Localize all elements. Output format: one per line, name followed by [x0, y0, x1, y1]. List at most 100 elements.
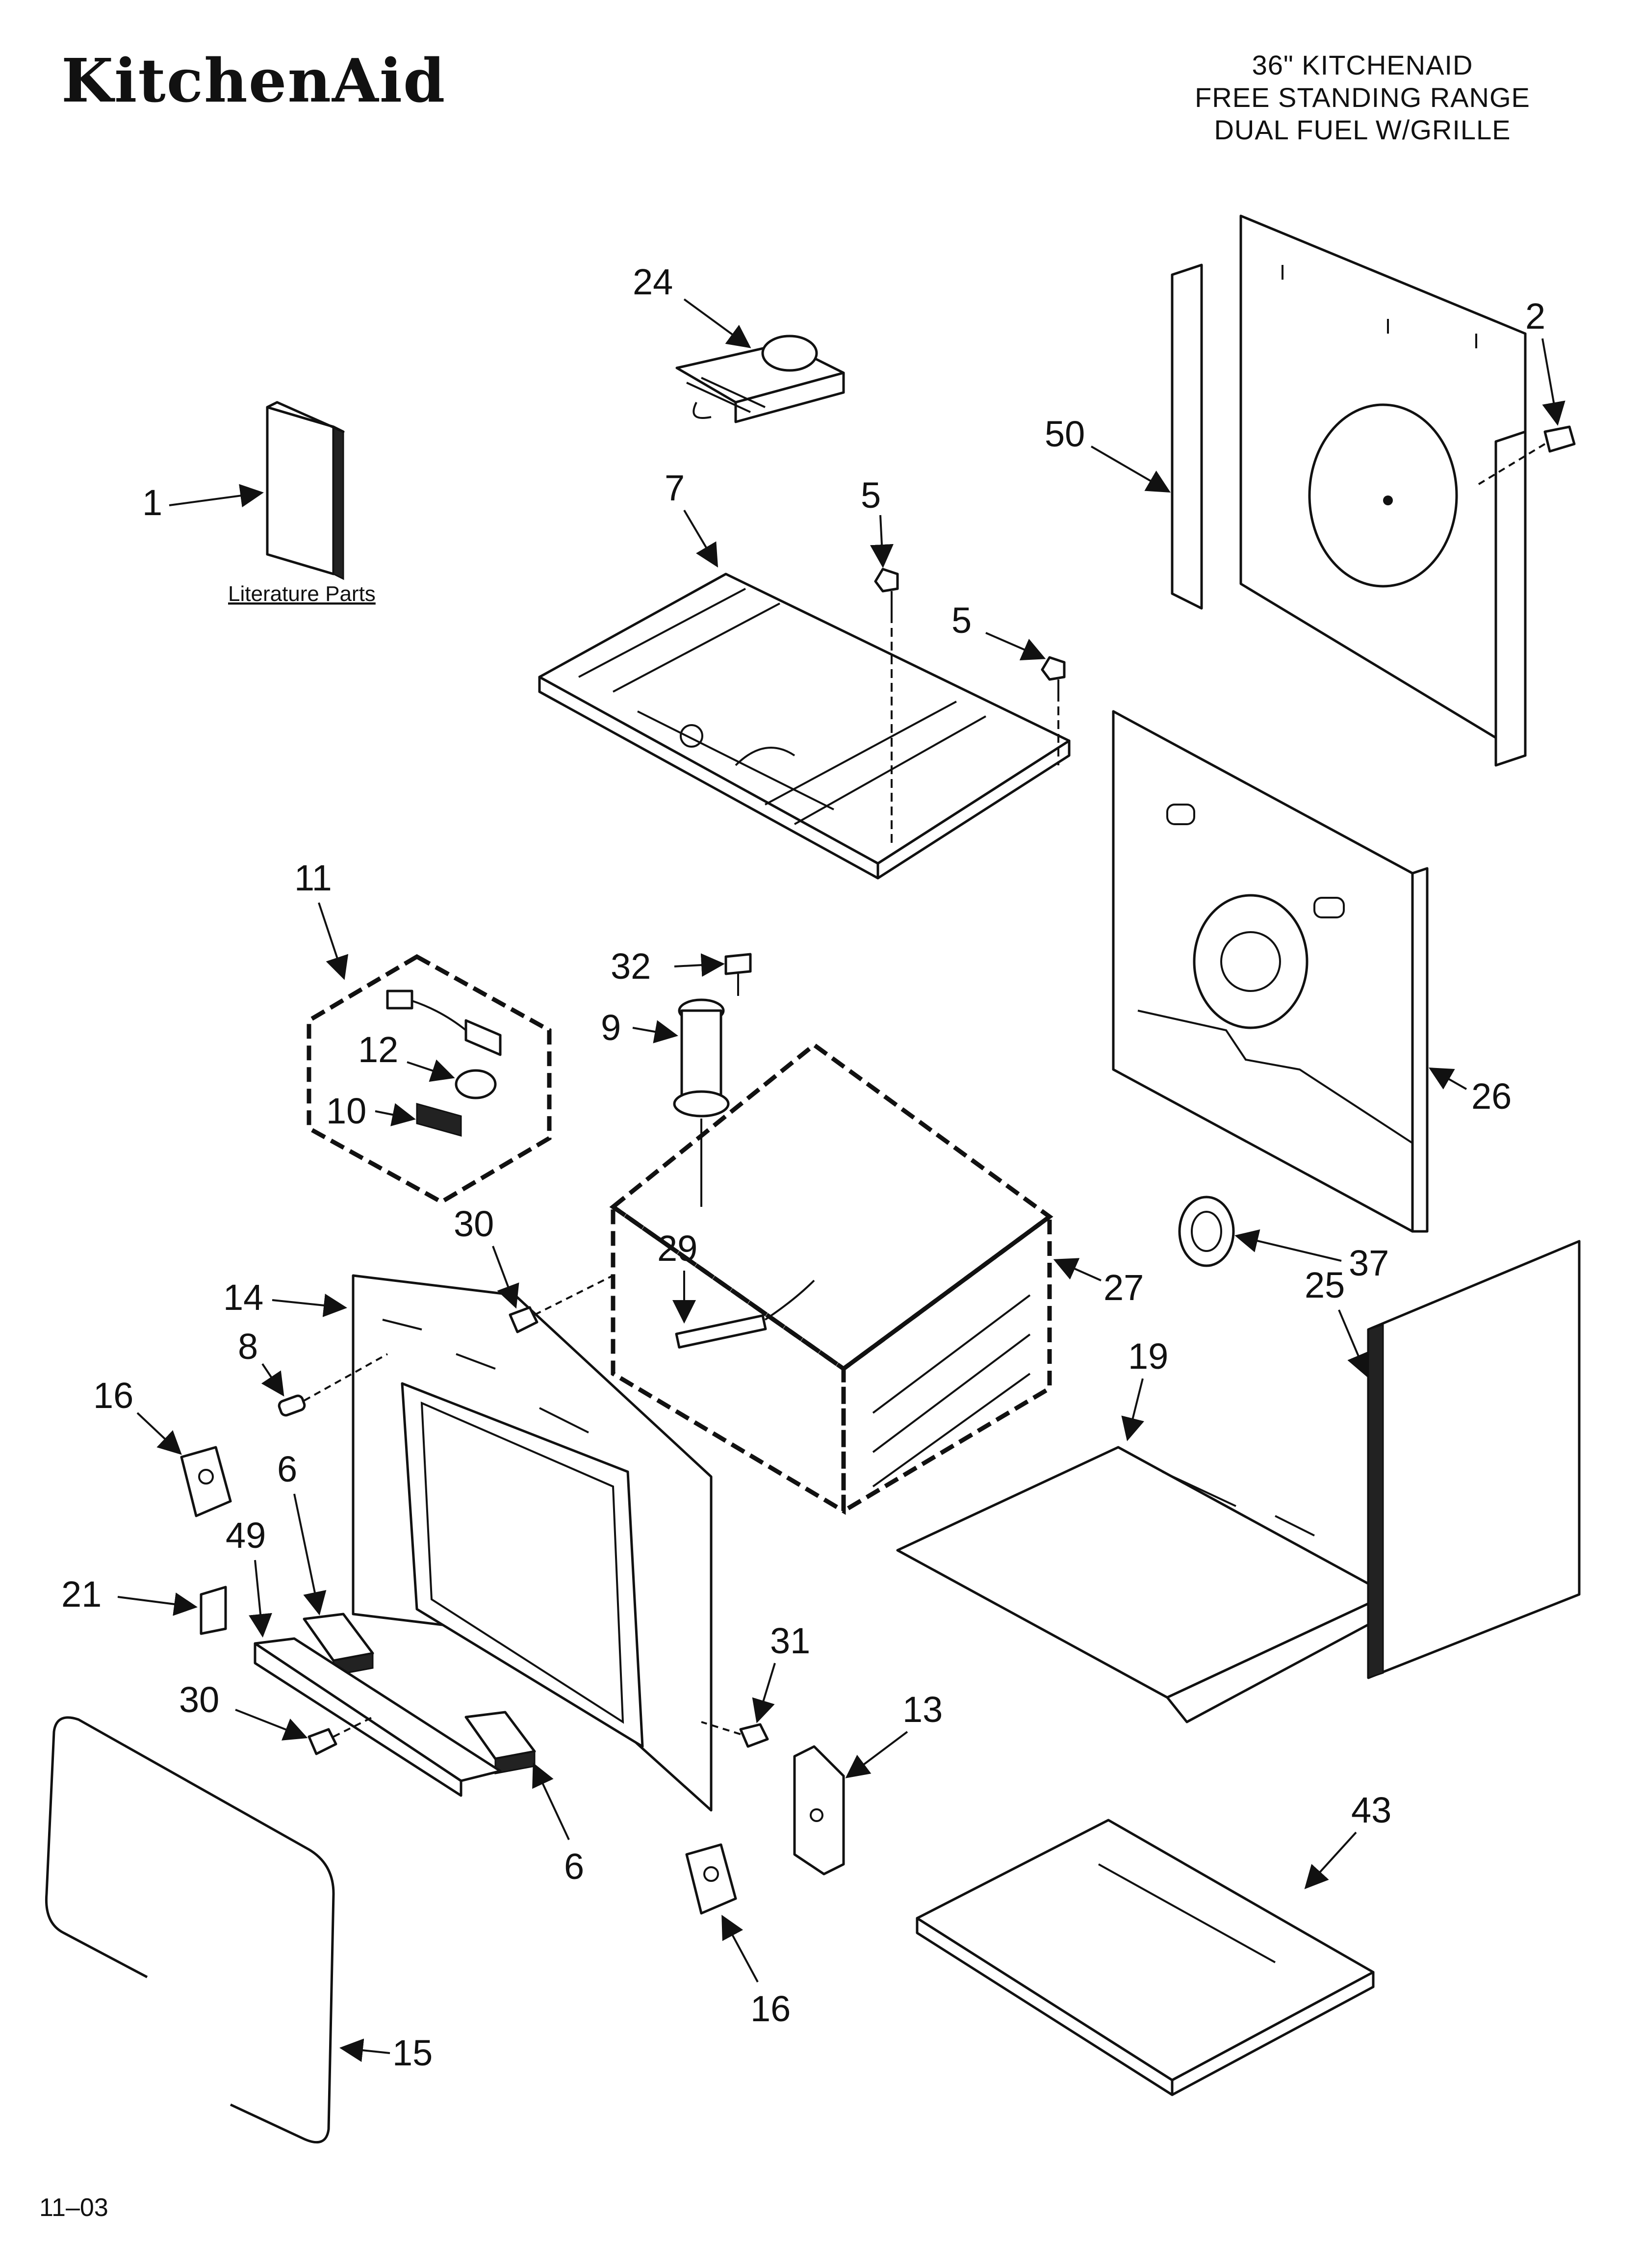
part-27-oven-cavity	[609, 1042, 1053, 1515]
callout-43: 43	[1304, 1790, 1391, 1889]
part-7-top-frame	[538, 573, 1071, 880]
callout-15: 15	[339, 2033, 433, 2073]
part-15-door-gasket	[45, 1716, 335, 2144]
literature-parts-label: Literature Parts	[228, 582, 376, 606]
callout-label: 15	[392, 2033, 433, 2073]
callout-9: 9	[601, 1007, 678, 1048]
part-37-thermostat	[1178, 1196, 1235, 1267]
callout-50: 50	[1045, 414, 1171, 493]
callout-label: 7	[665, 468, 685, 508]
part-2-screw	[1475, 425, 1576, 487]
part-29-sensor	[675, 1279, 815, 1349]
callout-label: 10	[326, 1091, 366, 1131]
callout-label: 25	[1305, 1265, 1345, 1305]
title-line-3: DUAL FUEL W/GRILLE	[1214, 114, 1511, 145]
part-30-screw-b	[308, 1716, 373, 1755]
callout-6-b: 6	[532, 1762, 584, 1887]
part-21-bracket	[200, 1586, 227, 1635]
callout-label: 26	[1471, 1076, 1512, 1117]
part-26-rear-oven-panel	[1112, 710, 1429, 1233]
callout-1: 1	[142, 482, 264, 523]
callout-26: 26	[1429, 1068, 1512, 1117]
callout-13: 13	[845, 1689, 943, 1778]
callout-30-a: 30	[454, 1203, 519, 1309]
callout-49: 49	[226, 1515, 272, 1638]
callout-6-a: 6	[277, 1449, 327, 1616]
callout-29: 29	[657, 1228, 697, 1324]
callout-label: 49	[226, 1515, 266, 1556]
callout-label: 21	[61, 1574, 102, 1615]
callout-label: 2	[1525, 296, 1545, 337]
callout-32: 32	[611, 946, 725, 987]
part-5-screw-b	[1041, 656, 1066, 765]
callout-label: 16	[750, 1988, 791, 2029]
callout-5-b: 5	[951, 600, 1046, 661]
callout-10: 10	[326, 1091, 416, 1131]
callout-label: 50	[1045, 414, 1085, 454]
callout-30-b: 30	[179, 1679, 308, 1741]
callout-24: 24	[633, 261, 751, 348]
callout-label: 30	[179, 1679, 219, 1720]
callout-7: 7	[665, 468, 718, 568]
part-16-bracket-a	[180, 1446, 232, 1517]
callout-label: 30	[454, 1203, 494, 1244]
callout-16-b: 16	[721, 1914, 791, 2029]
callout-label: 5	[951, 600, 972, 641]
part-5-screw-a	[874, 568, 899, 844]
part-16-bracket-b	[685, 1843, 737, 1915]
callout-label: 14	[223, 1277, 263, 1318]
callout-8: 8	[238, 1326, 284, 1397]
callout-37: 37	[1234, 1229, 1389, 1283]
callout-label: 11	[294, 858, 332, 898]
model-title: 36" KITCHENAID FREE STANDING RANGE DUAL …	[1142, 49, 1583, 146]
callout-label: 32	[611, 946, 651, 987]
callout-19: 19	[1121, 1336, 1168, 1441]
callout-16-a: 16	[93, 1375, 182, 1455]
callout-label: 29	[657, 1228, 697, 1269]
part-literature-booklet	[266, 401, 345, 580]
revision-code: 11–03	[39, 2193, 108, 2222]
callout-label: 6	[277, 1449, 297, 1489]
callout-27: 27	[1053, 1258, 1144, 1308]
title-line-2: FREE STANDING RANGE	[1195, 82, 1530, 113]
callout-label: 9	[601, 1007, 621, 1048]
callout-label: 16	[93, 1375, 133, 1416]
part-8-screw	[278, 1353, 388, 1417]
callout-label: 8	[238, 1326, 258, 1367]
part-25-side-panel	[1367, 1240, 1581, 1679]
callout-31: 31	[752, 1620, 810, 1723]
callout-label: 31	[770, 1620, 810, 1661]
callout-label: 12	[358, 1029, 398, 1070]
kitchenaid-logo: KitchenAid	[61, 47, 446, 116]
callout-label: 13	[902, 1689, 943, 1730]
callout-label: 5	[861, 475, 881, 516]
part-9-vent-tube	[673, 998, 730, 1207]
part-31-screw	[701, 1721, 769, 1748]
callout-5-a: 5	[861, 475, 894, 568]
callout-25: 25	[1305, 1265, 1369, 1378]
part-30-screw-a	[509, 1275, 614, 1333]
brand-name: KitchenAid	[61, 47, 446, 116]
part-50-rear-panel	[1171, 214, 1527, 767]
callout-14: 14	[223, 1277, 347, 1318]
callout-label: 1	[142, 482, 162, 523]
callout-11: 11	[294, 858, 349, 980]
part-32-screw	[724, 953, 752, 996]
callout-label: 43	[1351, 1790, 1391, 1830]
part-19-shield	[896, 1446, 1389, 1723]
callout-label: 6	[564, 1846, 584, 1887]
callout-12: 12	[358, 1029, 455, 1082]
callout-label: 37	[1349, 1243, 1389, 1283]
part-13-hinge-bracket	[793, 1745, 845, 1876]
callout-label: 19	[1128, 1336, 1168, 1377]
part-24-control-assembly	[675, 335, 845, 423]
part-49-bottom-trim	[254, 1637, 502, 1797]
callout-21: 21	[61, 1574, 198, 1616]
part-14-front-frame	[352, 1274, 713, 1812]
callout-2: 2	[1525, 296, 1565, 426]
part-11-light-assembly	[307, 954, 552, 1205]
title-line-1: 36" KITCHENAID	[1252, 50, 1473, 80]
part-43-bottom-pan	[916, 1819, 1375, 2096]
